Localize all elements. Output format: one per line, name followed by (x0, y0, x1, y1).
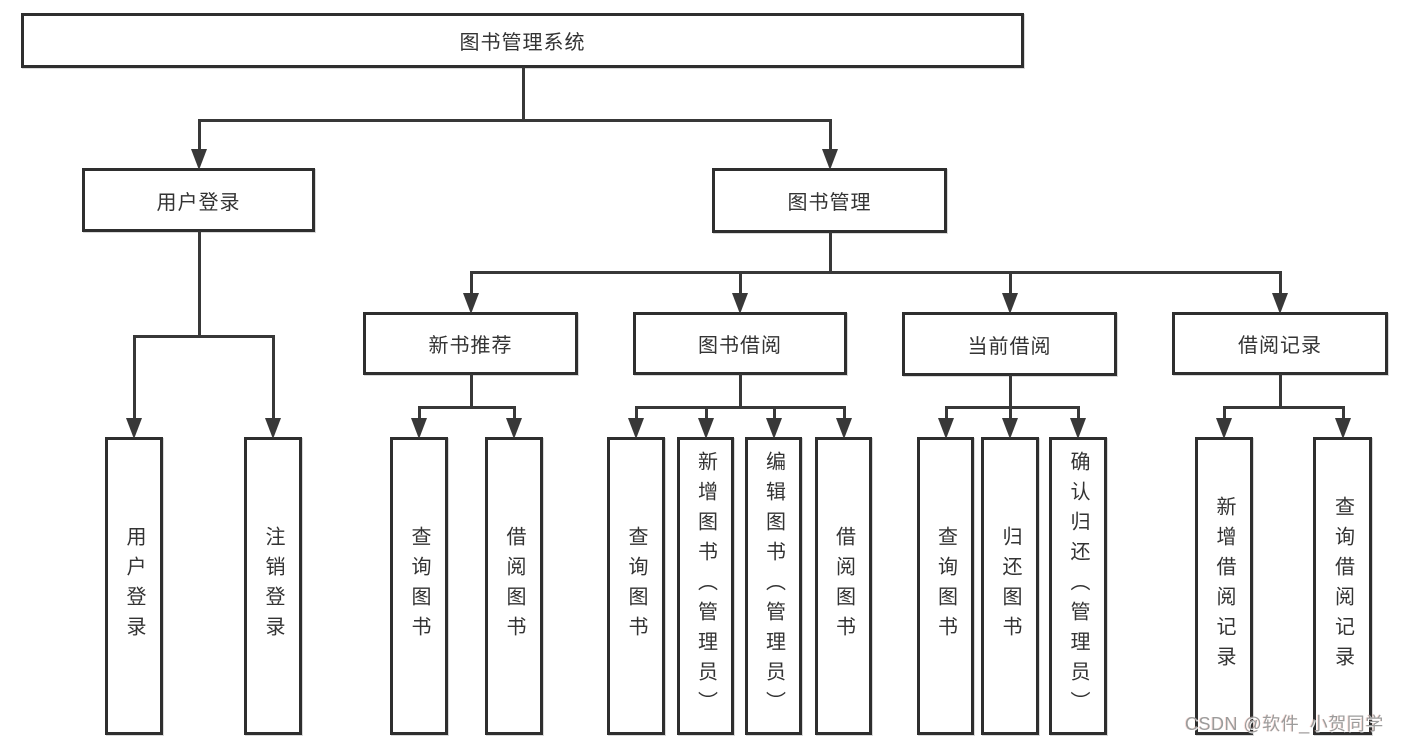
node-cur-return: 归还图书 (981, 437, 1039, 735)
arrowhead-down-icon (1002, 293, 1018, 314)
connector-line (198, 120, 201, 149)
node-label: 借阅图书 (832, 526, 855, 646)
connector-line (133, 336, 136, 418)
arrowhead-down-icon (938, 418, 954, 439)
connector-line (470, 271, 1282, 274)
arrowhead-down-icon (265, 418, 281, 439)
arrowhead-down-icon (506, 418, 522, 439)
connector-line (843, 407, 846, 418)
node-label: 新增图书（管理员） (694, 451, 717, 721)
node-label: 用户登录 (123, 526, 145, 646)
node-cur-query: 查询图书 (917, 437, 974, 735)
arrowhead-down-icon (1070, 418, 1086, 439)
node-records: 借阅记录 (1172, 312, 1388, 375)
connector-line (133, 335, 275, 338)
arrowhead-down-icon (836, 418, 852, 439)
connector-line (705, 407, 708, 418)
node-rec-borrow: 借阅图书 (485, 437, 543, 735)
connector-line (829, 120, 832, 149)
arrowhead-down-icon (1335, 418, 1351, 439)
node-label: 当前借阅 (967, 335, 1052, 358)
node-logout-op: 注销登录 (244, 437, 302, 735)
connector-line (470, 374, 473, 409)
connector-line (1223, 406, 1345, 409)
connector-line (418, 406, 516, 409)
connector-line (945, 407, 948, 418)
node-label: 确认归还（管理员） (1067, 451, 1089, 721)
node-login-op: 用户登录 (105, 437, 163, 735)
connector-line (829, 232, 832, 274)
arrowhead-down-icon (766, 418, 782, 439)
connector-line (945, 406, 1080, 409)
connector-line (635, 407, 638, 418)
connector-line (635, 406, 846, 409)
node-label: 查询图书 (934, 526, 957, 646)
arrowhead-down-icon (822, 149, 838, 170)
node-rec: 新书推荐 (363, 312, 578, 375)
node-borrow: 图书借阅 (633, 312, 847, 375)
node-label: 注销登录 (262, 526, 284, 646)
connector-line (1009, 272, 1012, 293)
arrowhead-down-icon (1272, 293, 1288, 314)
node-label: 借阅图书 (503, 526, 525, 646)
connector-line (272, 336, 275, 418)
node-cur-confirm: 确认归还（管理员） (1049, 437, 1107, 735)
arrowhead-down-icon (698, 418, 714, 439)
node-bor-borrow: 借阅图书 (815, 437, 872, 735)
connector-line (198, 231, 201, 338)
connector-line (1223, 407, 1226, 418)
connector-line (739, 374, 742, 409)
connector-line (198, 119, 832, 122)
node-bor-query: 查询图书 (607, 437, 665, 735)
connector-line (1279, 374, 1282, 409)
node-label: 新增借阅记录 (1213, 496, 1235, 676)
connector-line (1279, 272, 1282, 293)
node-label: 用户登录 (156, 191, 241, 214)
connector-line (522, 67, 525, 122)
node-label: 图书借阅 (698, 335, 782, 357)
arrowhead-down-icon (1002, 418, 1018, 439)
arrowhead-down-icon (732, 293, 748, 314)
node-rec2-add: 新增借阅记录 (1195, 437, 1253, 735)
node-label: 编辑图书（管理员） (762, 451, 785, 721)
connector-line (470, 272, 473, 293)
node-root: 图书管理系统 (21, 13, 1024, 68)
connector-line (773, 407, 776, 418)
arrowhead-down-icon (1216, 418, 1232, 439)
connector-line (739, 272, 742, 293)
node-login: 用户登录 (82, 168, 315, 232)
node-rec-query: 查询图书 (390, 437, 448, 735)
node-label: 新书推荐 (428, 335, 513, 357)
node-bor-edit: 编辑图书（管理员） (745, 437, 802, 735)
arrowhead-down-icon (463, 293, 479, 314)
arrowhead-down-icon (191, 149, 207, 170)
arrowhead-down-icon (411, 418, 427, 439)
connector-line (513, 407, 516, 418)
connector-line (418, 407, 421, 418)
connector-line (1077, 407, 1080, 418)
node-label: 查询借阅记录 (1331, 496, 1354, 676)
node-label: 图书管理系统 (459, 32, 586, 54)
node-bor-add: 新增图书（管理员） (677, 437, 734, 735)
node-label: 图书管理 (787, 192, 872, 214)
connector-line (1342, 407, 1345, 418)
connector-line (1009, 407, 1012, 418)
watermark: CSDN @软件_小贺同学 (1185, 714, 1384, 734)
arrowhead-down-icon (628, 418, 644, 439)
node-rec2-query: 查询借阅记录 (1313, 437, 1372, 735)
connector-line (1009, 375, 1012, 409)
node-label: 查询图书 (408, 526, 430, 646)
arrowhead-down-icon (126, 418, 142, 439)
node-label: 查询图书 (625, 526, 647, 646)
node-label: 归还图书 (999, 526, 1021, 646)
node-mgmt: 图书管理 (712, 168, 947, 233)
node-label: 借阅记录 (1238, 335, 1322, 357)
node-current: 当前借阅 (902, 312, 1117, 376)
